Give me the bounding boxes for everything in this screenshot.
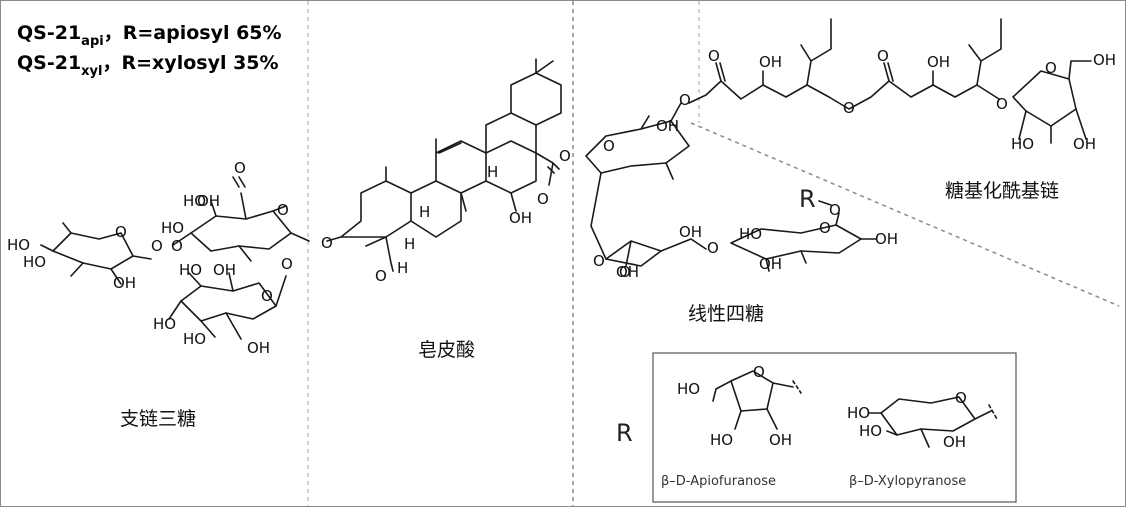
atom-o-aldehyde: O (375, 267, 387, 285)
atom-ho: HO (161, 219, 184, 237)
atom-o-ester-link: O (559, 147, 571, 165)
atom-o-ester: O (843, 99, 855, 117)
atom-oh: OH (769, 431, 792, 449)
label-branched-trisaccharide: 支链三糖 (120, 408, 196, 430)
atom-ho: HO (1011, 135, 1034, 153)
atom-o-link: O (151, 237, 163, 255)
atom-o-ring: O (603, 137, 615, 155)
atom-ho: HO (7, 236, 30, 254)
atom-o-ring: O (1045, 59, 1057, 77)
r-box-label: R (616, 419, 633, 447)
atom-h: H (419, 203, 430, 221)
atom-oh: OH (759, 255, 782, 273)
atom-oh: OH (616, 263, 639, 281)
atom-o-ring: O (277, 201, 289, 219)
atom-o-carbonyl: O (708, 47, 720, 65)
atom-ho: HO (710, 431, 733, 449)
header-line-xylosyl: QS-21xyl，R=xylosyl 35% (17, 52, 279, 79)
atom-o-ring: O (619, 263, 631, 281)
atom-o-r: O (829, 201, 841, 219)
apiose-ring (730, 370, 774, 412)
atom-oh: OH (679, 223, 702, 241)
atom-oh: OH (656, 117, 679, 135)
glycosylated-acyl-chain: O O OH OH O O O OH HO OH (688, 18, 1116, 153)
atom-oh: OH (509, 209, 532, 227)
r-group-box: R HO O HO OH β–D-Apiofuranose HO HO O OH… (616, 352, 1017, 503)
atom-o-carbonyl: O (234, 159, 246, 177)
atom-o-carbonyl: O (877, 47, 889, 65)
label-quillaic-acid: 皂皮酸 (418, 339, 475, 361)
atom-ho: HO (179, 261, 202, 279)
atom-ho: HO (677, 380, 700, 398)
atom-oh: OH (759, 53, 782, 71)
atom-oh: OH (213, 261, 236, 279)
atom-oh: OH (943, 433, 966, 451)
atom-ho: HO (153, 315, 176, 333)
atom-h: H (404, 235, 415, 253)
atom-o-link: O (281, 255, 293, 273)
atom-o-link: O (171, 237, 183, 255)
atom-oh: OH (927, 53, 950, 71)
linear-tetrasaccharide: OH O O O O OH OH O HO OH OH O O R (585, 91, 898, 281)
atom-oh: OH (1073, 135, 1096, 153)
atom-oh: OH (247, 339, 270, 357)
atom-o-ring: O (955, 389, 967, 407)
atom-o-ring: O (593, 252, 605, 270)
atom-o-link: O (996, 95, 1008, 113)
label-glycosylated-acyl-chain: 糖基化酰基链 (945, 180, 1059, 202)
atom-o-ring: O (753, 363, 765, 381)
atom-o-link: O (321, 234, 333, 252)
atom-ho: HO (739, 225, 762, 243)
atom-ho: HO (847, 404, 870, 422)
atom-oh: OH (113, 274, 136, 292)
atom-o-link: O (707, 239, 719, 257)
xylose-name: β–D-Xylopyranose (849, 474, 966, 489)
apiose-name: β–D-Apiofuranose (661, 474, 776, 489)
atom-oh-acid: OH (197, 192, 220, 210)
atom-ho: HO (183, 330, 206, 348)
atom-o-ring: O (115, 223, 127, 241)
atom-h-aldehyde: H (397, 259, 408, 277)
atom-r-substituent: R (799, 185, 816, 213)
label-linear-tetrasaccharide: 线性四糖 (688, 303, 764, 325)
header-line-apiosyl: QS-21api，R=apiosyl 65% (17, 22, 282, 49)
atom-ho: HO (23, 253, 46, 271)
atom-h: H (487, 163, 498, 181)
atom-o-ester: O (537, 190, 549, 208)
atom-oh: OH (1093, 51, 1116, 69)
quillaic-acid: H O H H H OH O O (326, 58, 571, 285)
atom-o-link: O (679, 91, 691, 109)
atom-o-ring: O (261, 287, 273, 305)
atom-o-ring: O (819, 219, 831, 237)
divider-acyl-chain (690, 122, 1120, 307)
atom-ho-acid: HO (183, 192, 206, 210)
branched-trisaccharide: HO HO OH O O HO OH O HO O O O HO OH HO H… (7, 159, 333, 357)
atom-oh: OH (875, 230, 898, 248)
atom-ho: HO (859, 422, 882, 440)
